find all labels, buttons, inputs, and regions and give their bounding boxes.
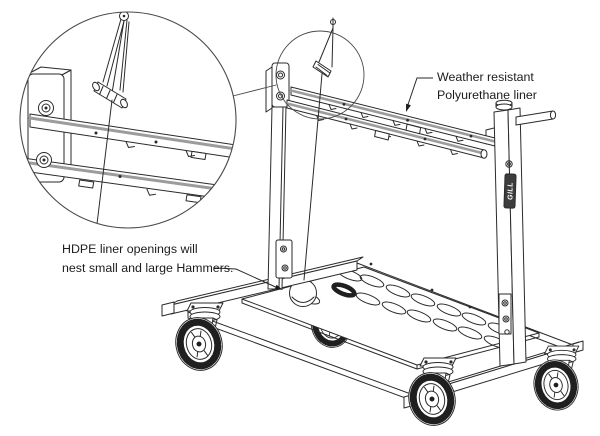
hdpe-openings-callout: HDPE liner openings will nest small and …	[62, 242, 283, 290]
caster-front-right	[403, 358, 460, 430]
hammer-grip	[312, 60, 332, 78]
liner-openings-front-row	[331, 282, 509, 349]
detail-hammer-wire	[96, 99, 113, 225]
gill-logo: GILL	[503, 173, 517, 209]
hammer-wire	[303, 73, 323, 281]
detail-liner-slats	[20, 113, 236, 204]
weather-resistant-callout: Weather resistant Polyurethane liner	[406, 70, 537, 112]
push-handle	[515, 110, 557, 126]
detail-hanging-hammer	[92, 12, 130, 225]
weather-label-line2: Polyurethane liner	[437, 88, 537, 102]
detail-circle-outline	[19, 11, 237, 229]
left-post	[265, 62, 293, 290]
callout-labels: Weather resistant Polyurethane liner HDP…	[62, 70, 537, 290]
cart-illustration: GILL	[161, 17, 583, 430]
detail-source-circle	[275, 30, 365, 120]
rail-hooks-back	[328, 104, 464, 142]
weather-leader-arrowhead	[406, 103, 411, 112]
hdpe-label-line1: HDPE liner openings will	[62, 242, 198, 256]
gill-logo-text: GILL	[507, 182, 514, 200]
caster-front-left	[170, 303, 227, 375]
base-cross-member-left	[161, 256, 420, 404]
right-post: GILL	[493, 99, 557, 367]
liner-openings-back-row	[337, 268, 513, 336]
weather-leader-line	[406, 77, 433, 110]
weather-label-line1: Weather resistant	[437, 70, 534, 84]
hdpe-leader-arrowhead	[274, 284, 283, 290]
hanging-hammer	[303, 17, 336, 281]
grommet-opening	[331, 282, 357, 298]
hdpe-leader-line	[213, 267, 281, 290]
detail-callout-circle	[19, 11, 237, 229]
hdpe-label-line2: nest small and large Hammers.	[62, 261, 233, 275]
